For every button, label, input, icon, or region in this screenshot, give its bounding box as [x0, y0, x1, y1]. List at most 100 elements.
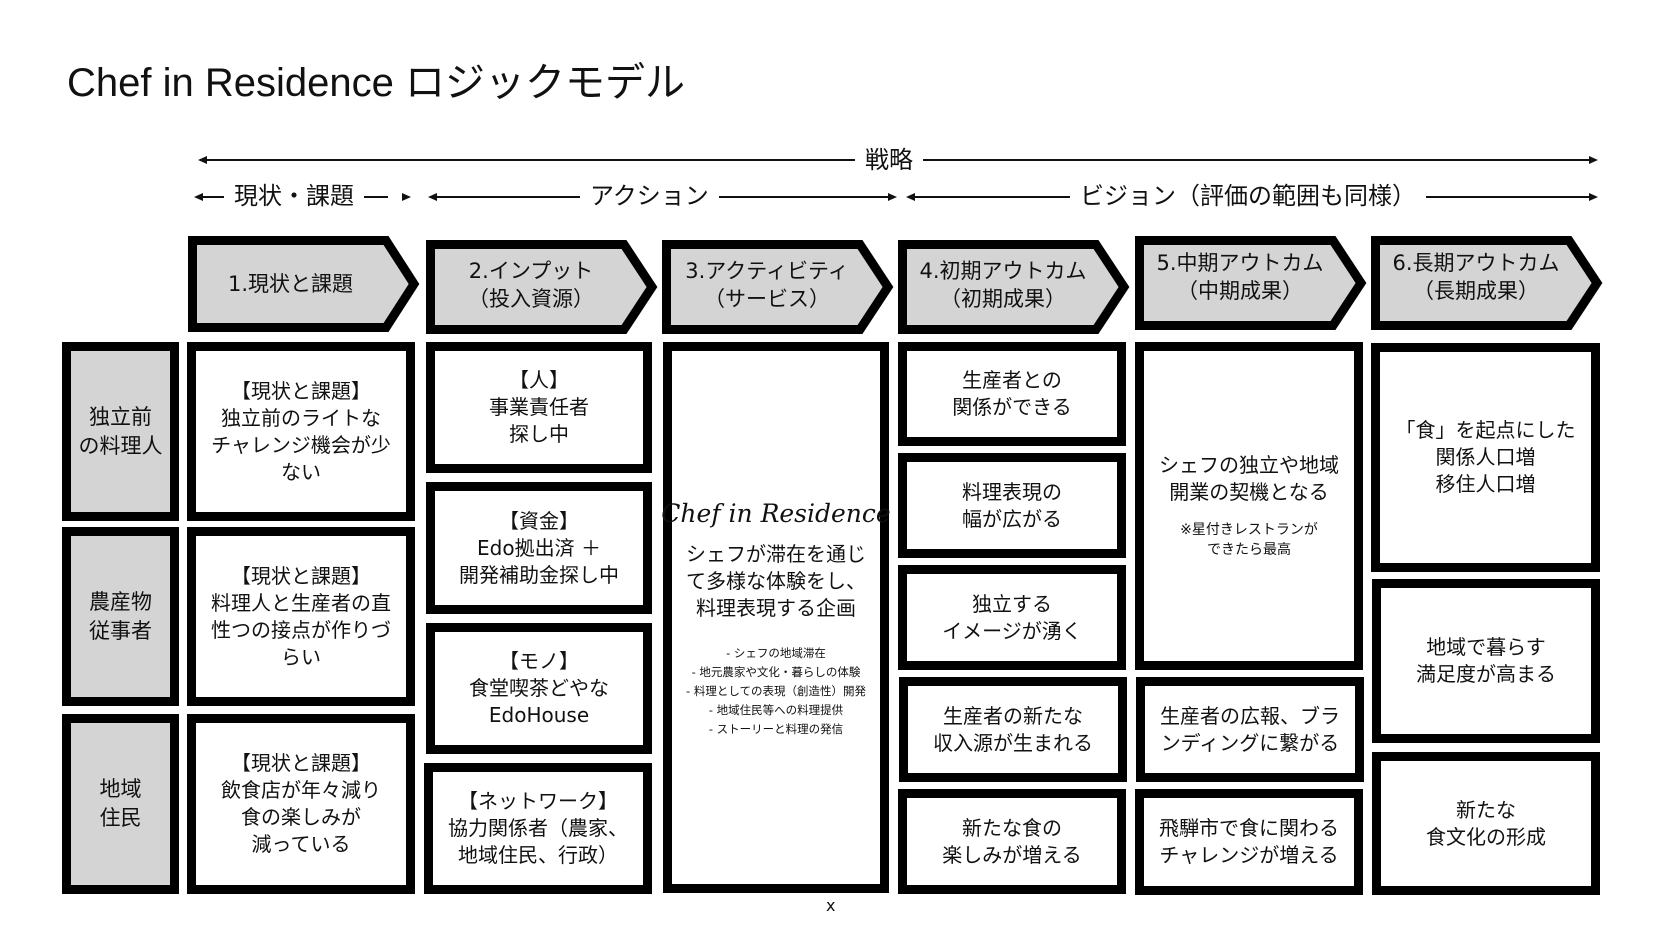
column-header-title: 5.中期アウトカム	[1156, 251, 1324, 275]
outcome-text: 飛騨市で食に関わる	[1159, 816, 1339, 840]
input-text: Edo拠出済 ＋	[477, 535, 601, 560]
issue-text: チャレンジ機会が少	[211, 432, 391, 457]
column-header-subtitle: （投入資源）	[468, 287, 594, 311]
column-header-title: 2.インプット	[468, 259, 594, 283]
outcome-text: イメージが湧く	[942, 618, 1082, 643]
outcome-text: 関係人口増	[1435, 445, 1536, 469]
column-header-mid-outcome: 5.中期アウトカム （中期成果）	[1135, 236, 1367, 330]
input-heading: 【資金】	[499, 508, 579, 533]
input-heading: 【人】	[509, 368, 569, 392]
section-label-vision: ビジョン（評価の範囲も同様）	[1070, 181, 1426, 211]
column-header-title: 4.初期アウトカム	[919, 259, 1087, 283]
initial-outcome-card: 新たな食の 楽しみが増える	[898, 789, 1126, 894]
input-heading: 【ネットワーク】	[458, 789, 618, 813]
issue-heading: 【現状と課題】	[231, 751, 371, 775]
input-card-things: 【モノ】 食堂喫茶どやな EdoHouse	[426, 623, 652, 754]
input-text: EdoHouse	[488, 703, 590, 727]
outcome-note: ※星付きレストランが	[1180, 522, 1318, 538]
outcome-text: 楽しみが増える	[942, 842, 1082, 867]
issue-card: 【現状と課題】 料理人と生産者の直 性つの接点が作りづ らい	[187, 527, 415, 706]
outcome-text: 新たな	[1456, 797, 1516, 822]
activity-detail-item: - ストーリーと料理の発信	[708, 721, 844, 736]
arrow-right-icon	[888, 193, 897, 201]
chevron-shape	[1135, 236, 1367, 330]
column-header-title: 1.現状と課題	[227, 272, 354, 296]
column-header-subtitle: （初期成果）	[940, 287, 1066, 311]
initial-outcome-card: 料理表現の 幅が広がる	[898, 453, 1126, 558]
input-text: 事業責任者	[489, 395, 589, 419]
issue-text: ない	[281, 459, 321, 484]
column-header-input: 2.インプット （投入資源）	[426, 240, 658, 334]
outcome-note: できたら最高	[1207, 542, 1291, 558]
column-header-title: 6.長期アウトカム	[1392, 251, 1560, 275]
activity-detail-item: - 料理としての表現（創造性）開発	[686, 683, 866, 698]
issue-heading: 【現状と課題】	[231, 563, 371, 588]
issue-text: 食の楽しみが	[241, 805, 361, 829]
arrow-right-icon	[1589, 193, 1598, 201]
outcome-text: 開業の契機となる	[1169, 480, 1329, 504]
stakeholder-label: 農産物	[89, 589, 152, 614]
stakeholder-label: の料理人	[78, 433, 163, 458]
activity-summary: シェフが滞在を通じ て多様な体験をし、 料理表現する企画	[686, 541, 866, 622]
issue-text: 料理人と生産者の直	[211, 590, 391, 615]
outcome-text: 料理表現の	[962, 479, 1062, 504]
outcome-text: 移住人口増	[1435, 472, 1536, 496]
chevron-shape	[188, 236, 420, 332]
activity-card: Chef in Residence シェフが滞在を通じ て多様な体験をし、 料理…	[661, 342, 891, 893]
column-header-subtitle: （長期成果）	[1413, 279, 1539, 303]
outcome-text: 独立する	[972, 591, 1052, 616]
input-card-network: 【ネットワーク】 協力関係者（農家、 地域住民、行政）	[424, 763, 652, 894]
column-header-long-outcome: 6.長期アウトカム （長期成果）	[1371, 236, 1603, 330]
input-text: 協力関係者（農家、	[448, 816, 628, 840]
arrow-right-icon	[402, 193, 411, 201]
mid-outcome-card: シェフの独立や地域 開業の契機となる ※星付きレストランが できたら最高	[1135, 342, 1363, 670]
issue-text: 減っている	[251, 832, 351, 856]
outcome-text: 新たな食の	[962, 815, 1062, 840]
input-card-people: 【人】 事業責任者 探し中	[426, 342, 652, 473]
arrow-left-icon	[194, 193, 203, 201]
arrow-left-icon	[198, 156, 207, 164]
chevron-shape	[1371, 236, 1603, 330]
activity-brand: Chef in Residence	[661, 498, 891, 528]
section-label-action: アクション	[580, 181, 719, 211]
initial-outcome-card: 独立する イメージが湧く	[898, 565, 1126, 670]
outcome-text: 生産者の広報、ブラ	[1160, 703, 1340, 728]
stakeholder-label: 地域	[99, 777, 142, 801]
chevron-shape	[898, 240, 1130, 334]
outcome-text: 収入源が生まれる	[933, 730, 1093, 755]
activity-detail-item: - 地域住民等への料理提供	[708, 702, 844, 717]
outcome-text: 生産者との	[962, 368, 1062, 392]
issue-card: 【現状と課題】 飲食店が年々減り 食の楽しみが 減っている	[187, 714, 415, 894]
outcome-text: 「食」を起点にした	[1395, 418, 1576, 442]
strategy-label: 戦略	[855, 145, 923, 175]
outcome-text: 生産者の新たな	[943, 703, 1083, 728]
activity-summary-line: シェフが滞在を通じ	[686, 541, 866, 566]
column-header-initial-outcome: 4.初期アウトカム （初期成果）	[898, 240, 1130, 334]
column-header-subtitle: （中期成果）	[1177, 279, 1303, 303]
mid-outcome-card: 生産者の広報、ブラ ンディングに繋がる	[1136, 677, 1364, 782]
issue-text: らい	[281, 644, 321, 669]
issue-text: 飲食店が年々減り	[221, 778, 381, 802]
outcome-text: 関係ができる	[952, 395, 1072, 419]
stakeholder-farmers: 農産物 従事者	[62, 527, 179, 706]
activity-detail-item: - 地元農家や文化・暮らしの体験	[691, 664, 861, 679]
issue-text: 性つの接点が作りづ	[211, 617, 391, 642]
input-text: 食堂喫茶どやな	[469, 676, 609, 700]
page-title: Chef in Residence ロジックモデル	[67, 61, 685, 105]
activity-detail-item: - シェフの地域滞在	[726, 645, 826, 660]
outcome-text: 満足度が高まる	[1416, 662, 1556, 686]
arrow-right-icon	[1589, 156, 1598, 164]
stakeholder-label: 独立前	[89, 404, 152, 429]
input-text: 探し中	[509, 422, 569, 446]
outcome-text: シェフの独立や地域	[1159, 453, 1339, 477]
chevron-shape	[662, 240, 894, 334]
input-card-funding: 【資金】 Edo拠出済 ＋ 開発補助金探し中	[426, 482, 652, 614]
stakeholder-label: 住民	[99, 806, 142, 830]
stakeholder-chefs: 独立前 の料理人	[62, 342, 179, 521]
outcome-text: チャレンジが増える	[1159, 843, 1339, 867]
issue-text: 独立前のライトな	[221, 405, 381, 430]
outcome-text: 幅が広がる	[962, 506, 1062, 531]
initial-outcome-card: 生産者との 関係ができる	[898, 342, 1126, 446]
activity-summary-line: て多様な体験をし、	[686, 568, 866, 593]
stakeholder-label: 従事者	[89, 618, 152, 643]
